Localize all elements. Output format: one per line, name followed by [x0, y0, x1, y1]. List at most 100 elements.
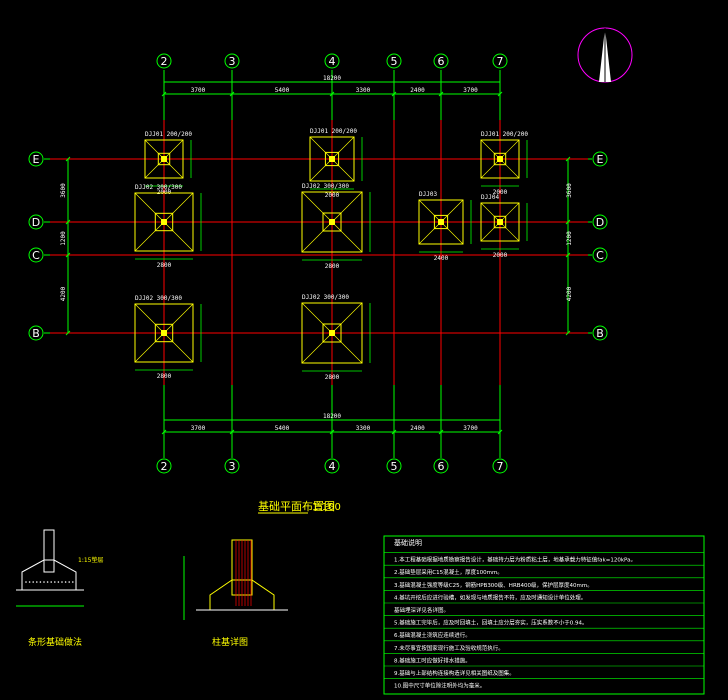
wall-footing-rebar: [28, 581, 31, 583]
footing-step: [322, 212, 342, 232]
footing-type-label: DJJ02 300/300: [135, 295, 182, 302]
column-mark: [161, 330, 167, 336]
grid-bubble-left-E-label: E: [33, 153, 40, 166]
top-dim-tick: [438, 91, 444, 97]
wall-footing-title: 条形基础做法: [28, 636, 82, 648]
footing-type-label: DJJ01 200/200: [481, 131, 528, 138]
grid-bubble-bottom-2-label: 2: [161, 460, 168, 473]
wall-footing-rebar: [50, 581, 52, 583]
wall-footing-rebar: [43, 581, 45, 583]
column-mark: [329, 219, 335, 225]
left-dim-tick: [65, 330, 71, 336]
footing-outline: [134, 303, 194, 363]
wall-footing-rebar: [64, 581, 67, 583]
wall-stem: [43, 529, 55, 573]
bottom-dim-tick: [161, 429, 167, 435]
footing-type-label: DJJ02 300/300: [302, 183, 349, 190]
bottom-dim-seg-label: 3700: [463, 425, 478, 432]
wall-footing-note: 1:15垫层: [78, 556, 103, 564]
column-mark: [161, 156, 167, 162]
right-dim-tick: [565, 330, 571, 336]
grid-bubble-top-4-label: 4: [329, 55, 336, 68]
grid-bubble-top-3-label: 3: [229, 55, 236, 68]
grid-bubble-bottom-3-label: 3: [229, 460, 236, 473]
grid-bubble-left-E-circle: [28, 151, 44, 167]
grid-bubble-top-7-label: 7: [497, 55, 504, 68]
footing-J-2-5: 2800 DJJ02 300/300: [301, 183, 371, 270]
bottom-dim-seg-label: 3700: [191, 425, 206, 432]
grid-bubble-bottom-6-circle: [433, 458, 449, 474]
drawing-scale: 1:100: [312, 502, 341, 513]
bottom-dim-tick: [329, 429, 335, 435]
grid-bubble-bottom-6-label: 6: [438, 460, 445, 473]
top-dim-tick: [229, 91, 235, 97]
footing-size-label: 2000: [493, 252, 508, 259]
footing-size-label: 2800: [325, 374, 340, 381]
left-dim-label: 4200: [60, 286, 67, 301]
left-dim-tick: [65, 156, 71, 162]
bottom-dim-seg-label: 2400: [410, 425, 425, 432]
wall-footing-rebar: [39, 581, 42, 583]
grid-bubble-top-4-circle: [324, 53, 340, 69]
wall-footing-rebar: [68, 581, 70, 583]
footing-size-label: 2800: [325, 263, 340, 270]
grid-bubble-right-D-circle: [592, 214, 608, 230]
grid-bubble-bottom-4-label: 4: [329, 460, 336, 473]
north-arrow: [577, 27, 633, 83]
grid-bubble-top-2-circle: [156, 53, 172, 69]
top-dim-tick: [161, 91, 167, 97]
bottom-dim-tick: [391, 429, 397, 435]
footing-size-label: 2000: [493, 189, 508, 196]
left-dim-label: 1200: [60, 231, 67, 246]
footing-type-label: DJJ01 200/200: [310, 128, 357, 135]
wall-footing-rebar: [61, 581, 63, 583]
footing-step: [493, 152, 507, 166]
right-dim-label: 3600: [566, 183, 573, 198]
notes-line: 7.未尽事宜按国家现行施工及验收规范执行。: [394, 644, 504, 652]
grid-bubble-left-B-label: B: [32, 327, 40, 340]
grid-bubble-right-E-circle: [592, 151, 608, 167]
bottom-dim-seg-label: 3300: [356, 425, 371, 432]
wall-footing-rebar: [32, 581, 34, 583]
column-footing-title: 柱基详图: [212, 636, 248, 648]
wall-footing-rebar: [25, 581, 27, 583]
footing-outline: [309, 136, 355, 182]
grid-bubble-bottom-7-circle: [492, 458, 508, 474]
footing-type-label: DJJ04: [481, 194, 499, 201]
footing-size-label: 2800: [157, 262, 172, 269]
right-dim-label: 1200: [566, 231, 573, 246]
wall-footing-rebar: [72, 581, 74, 583]
footing-outline: [480, 202, 520, 242]
notes-line: 8.基础施工时应做好排水措施。: [394, 656, 471, 664]
right-dim-label: 4200: [566, 286, 573, 301]
grid-bubble-top-5-circle: [386, 53, 402, 69]
notes-line: 1.本工程基础根据地质勘察报告设计，基础持力层为粉质粘土层，地基承载力特征值fa…: [394, 556, 636, 564]
bottom-dim-tick: [438, 429, 444, 435]
footing-J-1-3: 2000 DJJ01 200/200: [480, 131, 528, 196]
top-dim-seg-label: 3700: [191, 87, 206, 94]
bottom-dim-overall-label: 18200: [323, 413, 341, 420]
grid-bubble-left-C-circle: [28, 247, 44, 263]
bottom-dim-tick: [497, 429, 503, 435]
footing-step: [324, 151, 340, 167]
grid-bubble-left-C-label: C: [32, 249, 40, 262]
wall-footing-rebar: [57, 581, 60, 583]
column-mark: [329, 330, 335, 336]
column-mark: [329, 156, 335, 162]
notes-title: 基础说明: [394, 538, 422, 547]
footing-step: [154, 212, 174, 232]
notes-list: 1.本工程基础根据地质勘察报告设计，基础持力层为粉质粘土层，地基承载力特征值fa…: [384, 552, 704, 690]
footing-outline: [144, 139, 184, 179]
grid-bubble-left-D-circle: [28, 214, 44, 230]
grid-bubble-top-6-label: 6: [438, 55, 445, 68]
footing-size-label: 2000: [325, 192, 340, 199]
grid-bubble-right-C-label: C: [596, 249, 604, 262]
footing-step: [154, 323, 174, 343]
grid-bubble-top-3-circle: [224, 53, 240, 69]
column-mark: [497, 156, 503, 162]
left-dim-label: 3600: [60, 183, 67, 198]
top-dim-tick: [391, 91, 397, 97]
right-dim-tick: [565, 219, 571, 225]
column-mark: [161, 219, 167, 225]
